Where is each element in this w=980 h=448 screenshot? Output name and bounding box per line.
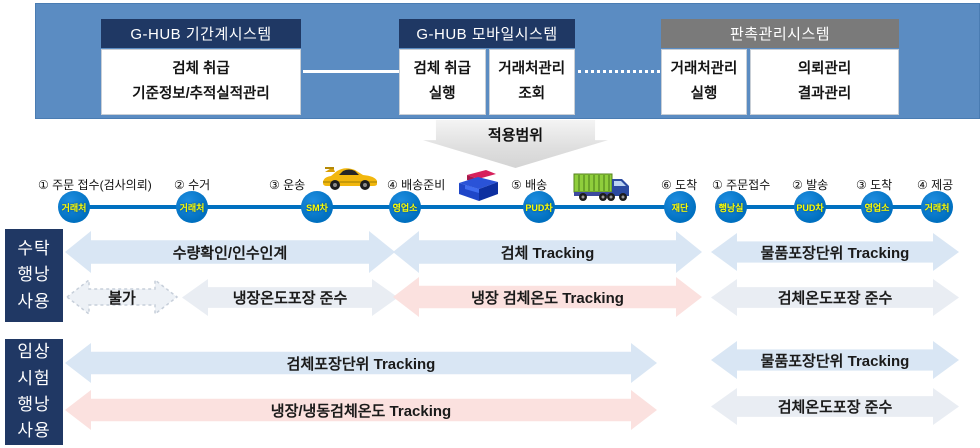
node-pud-car-r: PUD차	[794, 191, 826, 223]
sidebar-line: 임상	[17, 342, 51, 362]
system-box-promo: 판촉관리시스템 거래처관리 실행 의뢰관리 결과관리	[661, 19, 899, 115]
step-label-delivery: ⑤ 배송	[511, 178, 548, 192]
sidebar-line: 사용	[17, 421, 51, 441]
arrow-not-allowed: 불가	[65, 277, 179, 317]
arrow-qty-handover: 수량확인/인수인계	[65, 231, 395, 273]
node-sm-car: SM차	[301, 191, 333, 223]
system-cell: 검체 취급 실행	[399, 49, 486, 115]
system-box-ghub-mobile: G-HUB 모바일시스템 검체 취급 실행 거래처관리 조회	[399, 19, 575, 115]
step-label-prep: ④ 배송준비	[387, 178, 446, 192]
arrow-not-allowed-label: 불가	[108, 289, 136, 307]
sidebar-line: 행낭	[17, 395, 51, 414]
system-title-ghub-mobile: G-HUB 모바일시스템	[399, 19, 575, 48]
step-label-transport: ③ 운송	[269, 178, 306, 192]
arrow-package-unit-tracking-2: 물품포장단위 Tracking	[711, 341, 959, 379]
truck-icon	[573, 171, 631, 202]
system-title-ghub-core: G-HUB 기간계시스템	[101, 19, 301, 48]
sidebar-line: 시험	[17, 368, 51, 388]
arrow-specimen-temp-packaging-2: 검체온도포장 준수	[711, 388, 959, 425]
scope-down-arrow: 적용범위	[423, 120, 608, 168]
step-label-pickup: ② 수거	[174, 178, 211, 192]
node-pud-car: PUD차	[523, 191, 555, 223]
system-cell: 거래처관리 조회	[488, 49, 575, 115]
node-branch: 영업소	[389, 191, 421, 223]
step-label-order-receipt: ① 주문 접수(검사의뢰)	[38, 178, 152, 192]
sidebar-line: 행낭	[17, 265, 51, 285]
node-pouch-room: 행낭실	[715, 191, 747, 223]
step-label-order-receipt-r: ① 주문접수	[712, 178, 771, 192]
arrow-specimen-temp-packaging: 검체온도포장 준수	[711, 279, 959, 316]
node-client-1: 거래처	[58, 191, 90, 223]
arrow-specimen-package-tracking: 검체포장단위 Tracking	[65, 343, 657, 383]
cell-line: 거래처관리	[670, 60, 738, 77]
connector-dotted	[578, 70, 660, 73]
sidebar-consignment-pouch: 수탁 행낭 사용	[5, 229, 63, 322]
node-client-2: 거래처	[176, 191, 208, 223]
system-cell: 거래처관리 실행	[661, 49, 747, 115]
cell-line: 검체 취급	[172, 60, 230, 77]
timeline-right-line	[731, 205, 937, 209]
node-foundation: 재단	[664, 191, 696, 223]
cell-line: 검체 취급	[413, 60, 471, 77]
cell-line: 결과관리	[797, 86, 852, 102]
car-icon	[322, 163, 378, 193]
cell-line: 의뢰관리	[797, 60, 852, 77]
step-label-arrival: ⑥ 도착	[661, 178, 698, 192]
sidebar-clinical-pouch: 임상 시험 행낭 사용	[5, 339, 63, 445]
step-label-provide: ④ 제공	[917, 178, 954, 192]
arrow-package-unit-tracking: 물품포장단위 Tracking	[711, 233, 959, 271]
cell-line: 실행	[690, 86, 718, 102]
cell-line: 거래처관리	[498, 60, 566, 77]
cell-line: 조회	[518, 86, 546, 102]
timeline-main-line	[74, 205, 680, 209]
arrow-cold-frozen-specimen-temp: 냉장/냉동검체온도 Tracking	[65, 390, 657, 430]
connector-solid	[303, 70, 399, 73]
sidebar-line: 수탁	[17, 238, 51, 258]
sidebar-line: 사용	[17, 291, 51, 311]
system-title-promo: 판촉관리시스템	[661, 19, 899, 48]
arrow-cold-specimen-temp: 냉장 검체온도 Tracking	[393, 277, 702, 317]
system-cell: 의뢰관리 결과관리	[750, 49, 899, 115]
arrow-specimen-tracking: 검체 Tracking	[393, 231, 702, 273]
step-label-dispatch: ② 발송	[792, 178, 829, 192]
cell-line: 실행	[428, 86, 456, 102]
scope-label: 적용범위	[487, 127, 544, 144]
boxes-icon	[455, 168, 501, 202]
node-client-r: 거래처	[921, 191, 953, 223]
cell-line: 기준정보/추적실적관리	[132, 86, 270, 102]
system-box-ghub-core: G-HUB 기간계시스템 검체 취급 기준정보/추적실적관리	[101, 19, 301, 115]
arrow-cold-packaging: 냉장온도포장 준수	[182, 279, 398, 316]
step-label-arrival-r: ③ 도착	[856, 178, 893, 192]
system-banner: G-HUB 기간계시스템 검체 취급 기준정보/추적실적관리 G-HUB 모바일…	[35, 3, 980, 119]
node-branch-r: 영업소	[861, 191, 893, 223]
system-cell: 검체 취급 기준정보/추적실적관리	[101, 49, 301, 115]
